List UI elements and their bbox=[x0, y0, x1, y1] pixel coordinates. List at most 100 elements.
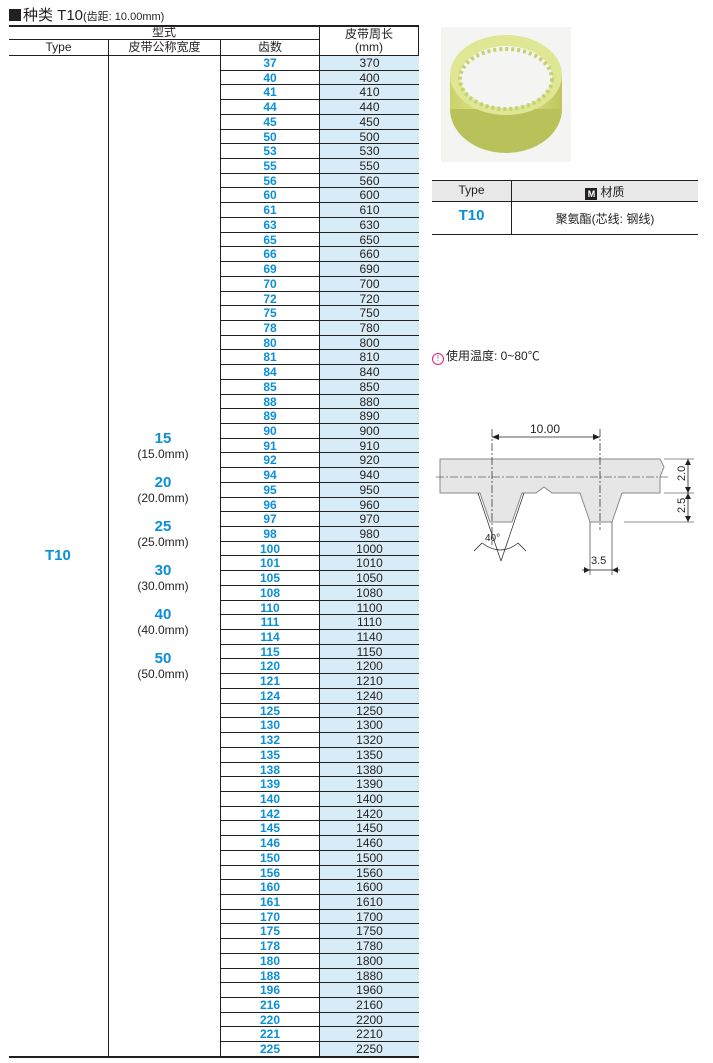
teeth-cell: 120 bbox=[220, 659, 320, 675]
teeth-cell: 96 bbox=[220, 498, 320, 513]
teeth-cell: 88 bbox=[220, 395, 320, 410]
length-cell: 1210 bbox=[320, 674, 419, 689]
length-cell: 1110 bbox=[320, 615, 419, 631]
teeth-cell: 146 bbox=[220, 836, 320, 851]
length-cell: 950 bbox=[320, 483, 419, 498]
teeth-cell: 81 bbox=[220, 350, 320, 366]
teeth-cell: 70 bbox=[220, 277, 320, 292]
mat-header-type: Type bbox=[458, 183, 485, 197]
teeth-cell: 65 bbox=[220, 233, 320, 248]
length-cell: 2250 bbox=[320, 1042, 419, 1057]
teeth-cell: 41 bbox=[220, 85, 320, 101]
belt-photo bbox=[441, 27, 571, 162]
teeth-cell: 188 bbox=[220, 969, 320, 984]
teeth-cell: 53 bbox=[220, 144, 320, 160]
teeth-cell: 55 bbox=[220, 159, 320, 174]
spec-table: 型式 Type 皮带公称宽度 齿数 皮带周长 (mm) T10 15(15.0m… bbox=[9, 25, 419, 1058]
teeth-cell: 180 bbox=[220, 954, 320, 969]
length-cell: 370 bbox=[320, 56, 419, 71]
teeth-cell: 84 bbox=[220, 365, 320, 380]
teeth-cell: 225 bbox=[220, 1042, 320, 1057]
width-value: 15 bbox=[154, 430, 172, 447]
width-mm: (15.0mm) bbox=[137, 447, 189, 461]
teeth-cell: 61 bbox=[220, 203, 320, 218]
teeth-cell: 142 bbox=[220, 807, 320, 822]
length-cell: 1240 bbox=[320, 689, 419, 704]
length-cell: 1960 bbox=[320, 983, 419, 998]
length-cell: 2160 bbox=[320, 998, 419, 1013]
teeth-cell: 45 bbox=[220, 115, 320, 130]
width-value: 25 bbox=[154, 518, 172, 535]
length-cell: 910 bbox=[320, 439, 419, 454]
teeth-cell: 85 bbox=[220, 380, 320, 395]
length-cell: 1700 bbox=[320, 910, 419, 925]
teeth-cell: 78 bbox=[220, 321, 320, 336]
length-cell: 1320 bbox=[320, 733, 419, 748]
teeth-cell: 139 bbox=[220, 777, 320, 792]
length-cell: 1100 bbox=[320, 601, 419, 616]
length-cell: 1140 bbox=[320, 630, 419, 645]
teeth-cell: 156 bbox=[220, 866, 320, 881]
teeth-cell: 100 bbox=[220, 542, 320, 557]
length-cell: 1500 bbox=[320, 851, 419, 866]
length-cell: 1000 bbox=[320, 542, 419, 557]
length-cell: 940 bbox=[320, 468, 419, 483]
teeth-cell: 150 bbox=[220, 851, 320, 866]
teeth-cell: 60 bbox=[220, 188, 320, 204]
thickness-label: 2.0 bbox=[676, 466, 688, 481]
width-value: 20 bbox=[154, 474, 172, 491]
length-cell: 1880 bbox=[320, 969, 419, 984]
teeth-cell: 95 bbox=[220, 483, 320, 498]
length-cell: 1300 bbox=[320, 718, 419, 734]
header-teeth: 齿数 bbox=[257, 40, 282, 54]
teeth-cell: 161 bbox=[220, 895, 320, 910]
length-cell: 1450 bbox=[320, 821, 419, 837]
teeth-cell: 130 bbox=[220, 718, 320, 734]
length-cell: 530 bbox=[320, 144, 419, 160]
tooth-width-label: 3.5 bbox=[591, 555, 606, 567]
teeth-cell: 125 bbox=[220, 704, 320, 719]
thermometer-icon: ! bbox=[432, 353, 444, 365]
length-cell: 1250 bbox=[320, 704, 419, 719]
teeth-cell: 111 bbox=[220, 615, 320, 631]
teeth-cell: 101 bbox=[220, 556, 320, 572]
length-cell: 400 bbox=[320, 71, 419, 86]
teeth-cell: 44 bbox=[220, 100, 320, 115]
length-cell: 900 bbox=[320, 424, 419, 439]
tooth-profile-diagram: 10.00 2.0 2.5 40° 3.5 bbox=[432, 415, 702, 590]
temperature-note: !使用温度: 0~80℃ bbox=[432, 347, 540, 365]
teeth-cell: 114 bbox=[220, 630, 320, 645]
length-cell: 980 bbox=[320, 527, 419, 542]
length-cell: 1460 bbox=[320, 836, 419, 851]
length-cell: 720 bbox=[320, 292, 419, 307]
length-cell: 1780 bbox=[320, 939, 419, 954]
teeth-cell: 56 bbox=[220, 174, 320, 189]
teeth-cell: 69 bbox=[220, 262, 320, 277]
teeth-cell: 63 bbox=[220, 218, 320, 233]
header-type: Type bbox=[45, 40, 72, 54]
length-cell: 650 bbox=[320, 233, 419, 248]
length-cell: 1350 bbox=[320, 748, 419, 763]
length-cell: 1800 bbox=[320, 954, 419, 969]
length-cell: 890 bbox=[320, 409, 419, 424]
teeth-cell: 108 bbox=[220, 586, 320, 601]
length-cell: 690 bbox=[320, 262, 419, 277]
teeth-cell: 121 bbox=[220, 674, 320, 689]
teeth-cell: 72 bbox=[220, 292, 320, 307]
teeth-cell: 216 bbox=[220, 998, 320, 1013]
tooth-height-label: 2.5 bbox=[676, 498, 688, 513]
page-title: 种类 T10(齿距: 10.00mm) bbox=[9, 4, 164, 25]
length-cell: 500 bbox=[320, 130, 419, 145]
teeth-cell: 94 bbox=[220, 468, 320, 483]
width-list: 15(15.0mm)20(20.0mm)25(25.0mm)30(30.0mm)… bbox=[109, 430, 217, 694]
length-cell: 1010 bbox=[320, 556, 419, 572]
length-cell: 560 bbox=[320, 174, 419, 189]
length-cell: 610 bbox=[320, 203, 419, 218]
mat-type-value: T10 bbox=[458, 207, 485, 224]
length-cell: 1380 bbox=[320, 763, 419, 778]
length-cell: 1050 bbox=[320, 571, 419, 586]
header-width: 皮带公称宽度 bbox=[128, 40, 201, 54]
teeth-cell: 105 bbox=[220, 571, 320, 586]
